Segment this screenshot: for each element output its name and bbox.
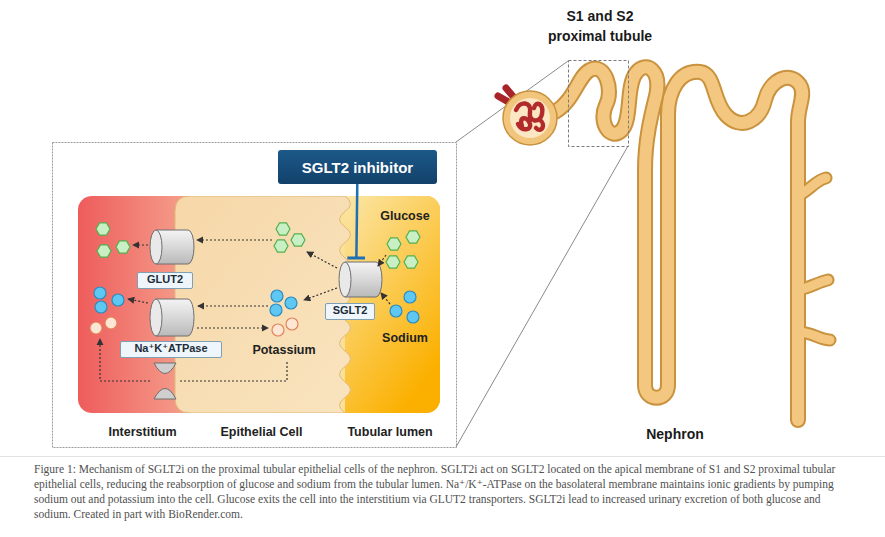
glucose-molecules: [387, 238, 401, 250]
transport-arrows: [197, 327, 268, 328]
transport-arrows: [133, 244, 148, 245]
caption-rule: [0, 456, 885, 457]
sodium-ions: [285, 297, 297, 309]
transporter: GLUT2: [137, 226, 195, 289]
sodium-ions: [112, 294, 124, 306]
sodium-ions: [407, 311, 419, 323]
transport-arrows: [198, 305, 268, 306]
potassium-ions: [105, 317, 117, 329]
region-label: Interstitium: [94, 424, 191, 440]
sodium-ions: [390, 305, 402, 317]
nephron-tubule: [798, 178, 830, 340]
potassium-channel: [154, 363, 176, 374]
glucose-molecules: [97, 245, 111, 257]
molecule-label: Sodium: [376, 330, 434, 346]
potassium-ions: [286, 318, 298, 330]
transport-arrows: [381, 293, 390, 304]
glucose-molecules: [386, 256, 400, 268]
nephron-tubule: [555, 67, 830, 420]
transporter-cylinders: [150, 230, 162, 264]
glucose-molecules: [406, 231, 420, 243]
transport-arrows: [180, 362, 287, 381]
molecule-label: Potassium: [245, 342, 323, 358]
transporter-cylinders: [339, 262, 351, 297]
tissue-panel: [78, 196, 440, 413]
potassium-channel: [154, 389, 176, 400]
glomerulus: [498, 88, 557, 145]
potassium-channel: [154, 363, 176, 399]
glucose-molecules: [291, 234, 305, 246]
nephron-tubule: [555, 67, 802, 420]
transport-arrows: [100, 240, 390, 381]
inhibitor-label: SGLT2 inhibitor: [302, 159, 413, 176]
organ-label: Nephron: [625, 424, 725, 444]
sodium-ions: [270, 304, 282, 316]
transport-arrows: [128, 299, 148, 303]
transporter-label: GLUT2: [137, 272, 193, 289]
figure-caption: Figure 1: Mechanism of SGLT2i on the pro…: [34, 462, 856, 522]
transport-arrows: [378, 255, 386, 266]
caption-rule: [0, 456, 885, 457]
nephron-tubule: [555, 67, 802, 420]
glucose-molecules: [116, 241, 130, 253]
glucose-molecules: [274, 240, 288, 252]
sodium-ions: [94, 287, 106, 299]
inset-frame: [53, 143, 457, 448]
sodium-ions: [95, 301, 107, 313]
region-label: Tubular lumen: [344, 424, 436, 440]
inset-frame: [53, 143, 457, 448]
potassium-ions: [90, 322, 102, 334]
potassium-ions: [272, 324, 284, 336]
glucose-molecules: [404, 256, 418, 268]
molecule-label: Glucose: [376, 208, 434, 224]
transporter-label: SGLT2: [325, 303, 375, 320]
transporter-cylinders: [150, 299, 162, 336]
transporter: Na⁺K⁺ATPase: [120, 295, 224, 358]
transport-arrows: [304, 288, 337, 300]
region-label: Epithelial Cell: [175, 424, 348, 440]
transport-arrows: [307, 252, 337, 268]
transport-arrows: [197, 239, 272, 240]
sodium-ions: [404, 291, 416, 303]
glomerulus: [516, 103, 543, 129]
section-title: S1 and S2 proximal tubule: [540, 6, 660, 46]
zoom-lines: [456, 146, 628, 447]
cell-band: Epithelial Cell: [175, 196, 348, 413]
inhibitor-box: SGLT2 inhibitor: [278, 150, 437, 184]
glucose-molecules: [96, 223, 420, 268]
glomerulus: [503, 91, 557, 145]
tissue-panel: [78, 196, 440, 413]
glomerulus: [510, 98, 550, 138]
transporter-label: Na⁺K⁺ATPase: [120, 341, 222, 358]
transporter: SGLT2: [327, 258, 385, 320]
inhibition-line: [355, 184, 358, 258]
glucose-molecules: [96, 223, 110, 235]
zoom-box: [569, 61, 629, 147]
zoom-box: [569, 61, 629, 147]
interstitium-band: Interstitium: [78, 196, 175, 413]
sodium-ions: [271, 290, 283, 302]
glucose-molecules: [276, 223, 290, 235]
